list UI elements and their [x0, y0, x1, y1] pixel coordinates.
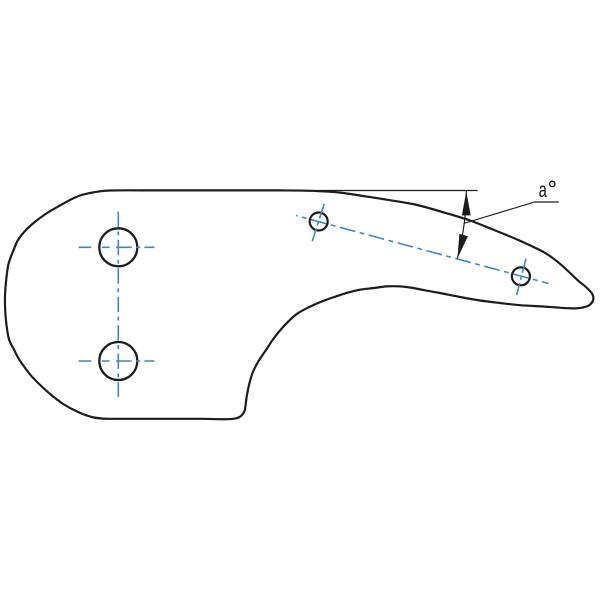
svg-text:a: a: [539, 179, 547, 202]
